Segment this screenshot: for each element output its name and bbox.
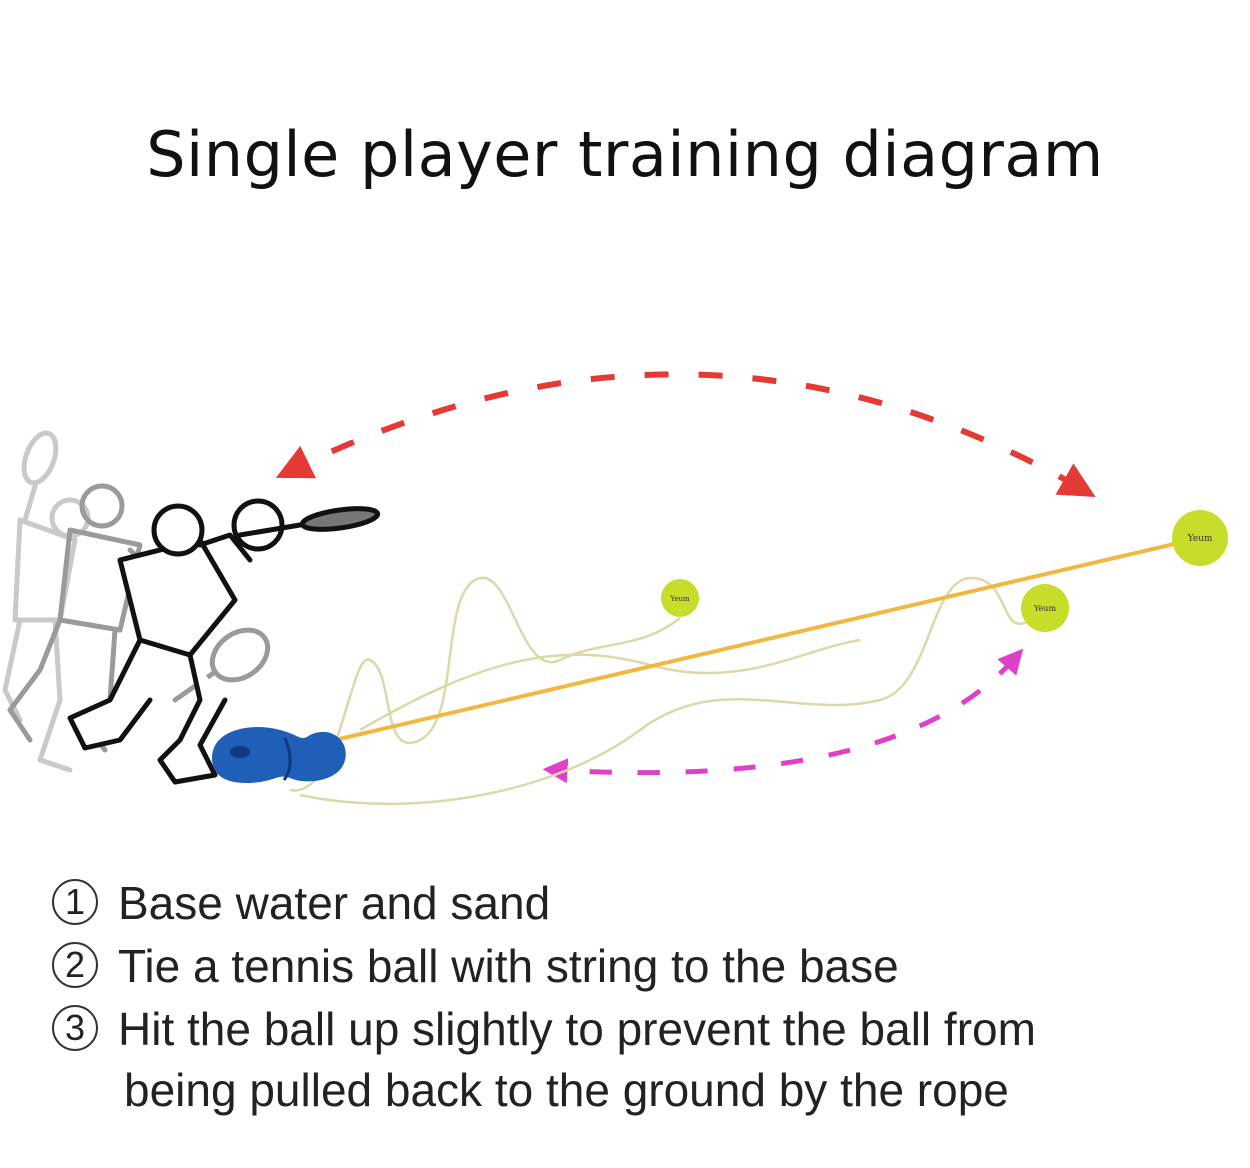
player-main bbox=[67, 498, 381, 785]
svg-text:Yeum: Yeum bbox=[669, 595, 690, 603]
step-text-2: Tie a tennis ball with string to the bas… bbox=[118, 940, 899, 992]
tennis-ball-mid: Yeum bbox=[1021, 584, 1069, 632]
step-number-3: 3 bbox=[52, 1005, 98, 1051]
svg-text:Yeum: Yeum bbox=[1187, 534, 1213, 544]
training-illustration: Yeum Yeum Yeum bbox=[2, 371, 1228, 806]
tennis-ball-small: Yeum bbox=[661, 579, 699, 617]
step-number-1: 1 bbox=[52, 879, 98, 925]
step-text-1: Base water and sand bbox=[118, 877, 551, 929]
step-number-2: 2 bbox=[52, 942, 98, 988]
return-arrow bbox=[542, 648, 1024, 784]
step-text-3: Hit the ball up slightly to prevent the … bbox=[118, 1003, 1036, 1055]
instructions-list: 1 Base water and sand 2 Tie a tennis bal… bbox=[52, 872, 1232, 1122]
tennis-ball-far: Yeum bbox=[1172, 510, 1228, 566]
rope bbox=[334, 536, 1201, 742]
forward-arrow bbox=[275, 371, 1096, 497]
step-3: 3 Hit the ball up slightly to prevent th… bbox=[52, 998, 1232, 1061]
step-text-3-continued: being pulled back to the ground by the r… bbox=[124, 1064, 1009, 1116]
base bbox=[212, 727, 346, 783]
step-2: 2 Tie a tennis ball with string to the b… bbox=[52, 935, 1232, 998]
string bbox=[289, 576, 1031, 806]
svg-text:Yeum: Yeum bbox=[1033, 604, 1056, 613]
step-1: 1 Base water and sand bbox=[52, 872, 1232, 935]
diagram-title: Single player training diagram bbox=[146, 118, 1104, 191]
